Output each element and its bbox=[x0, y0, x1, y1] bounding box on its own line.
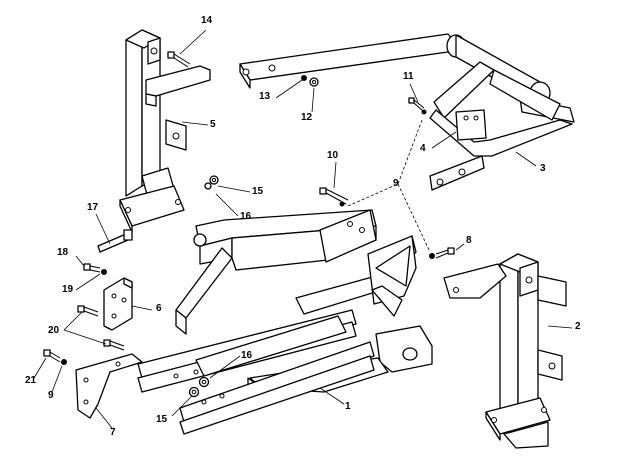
callout-13: 13 bbox=[259, 91, 271, 102]
part-1-frame bbox=[137, 209, 433, 435]
part-17-long-bolt bbox=[97, 229, 133, 253]
part-2-mast bbox=[443, 253, 567, 449]
callout-7: 7 bbox=[110, 427, 116, 438]
part-6-bracket bbox=[103, 277, 133, 331]
hardware-11-bolt bbox=[408, 97, 427, 115]
hardware-12-nut bbox=[309, 77, 319, 87]
callout-16-top: 16 bbox=[240, 211, 252, 222]
callout-3: 3 bbox=[540, 163, 546, 174]
alignment-line-9-lower bbox=[397, 183, 431, 253]
hardware-9-washer-left bbox=[61, 359, 67, 365]
alignment-line-9-upper bbox=[347, 119, 423, 207]
hardware-15-washer-top bbox=[204, 182, 212, 190]
part-7-plate bbox=[75, 353, 143, 419]
hardware-14-bolt bbox=[167, 51, 191, 68]
callout-14: 14 bbox=[201, 15, 213, 26]
hardware-19-washer bbox=[101, 269, 107, 275]
callout-18: 18 bbox=[57, 247, 69, 258]
callout-9-top: 9 bbox=[393, 178, 399, 189]
hardware-21-bolt bbox=[43, 349, 61, 363]
hardware-16-nut-bottom bbox=[198, 376, 210, 388]
hardware-20-bolts bbox=[77, 305, 125, 351]
hardware-16-nut-top bbox=[209, 175, 219, 185]
callout-4: 4 bbox=[420, 143, 426, 154]
callout-16-bottom: 16 bbox=[241, 350, 253, 361]
callout-11: 11 bbox=[403, 71, 414, 82]
callout-15-bottom: 15 bbox=[156, 414, 168, 425]
callout-9-left: 9 bbox=[48, 390, 54, 401]
callout-2: 2 bbox=[575, 321, 581, 332]
callout-10: 10 bbox=[327, 150, 339, 161]
callout-6: 6 bbox=[156, 303, 162, 314]
hardware-8-bolt bbox=[429, 247, 455, 259]
hardware-18-bolt bbox=[83, 263, 101, 273]
callout-12: 12 bbox=[301, 112, 313, 123]
hardware-15-washer-bottom bbox=[188, 386, 200, 398]
hardware-13-washer bbox=[301, 75, 307, 81]
part-3-arm-frame bbox=[239, 33, 575, 191]
callout-21: 21 bbox=[25, 375, 37, 386]
callout-5: 5 bbox=[210, 119, 216, 130]
callout-19: 19 bbox=[62, 284, 74, 295]
part-5-mast bbox=[119, 29, 211, 233]
leader-lines bbox=[33, 29, 573, 429]
hardware-10-bolt bbox=[319, 187, 349, 207]
callout-20: 20 bbox=[48, 325, 60, 336]
callout-17: 17 bbox=[87, 202, 99, 213]
callout-1: 1 bbox=[345, 401, 351, 412]
part-4-plate bbox=[455, 109, 487, 141]
callout-8: 8 bbox=[466, 235, 472, 246]
callout-15-top: 15 bbox=[252, 186, 264, 197]
